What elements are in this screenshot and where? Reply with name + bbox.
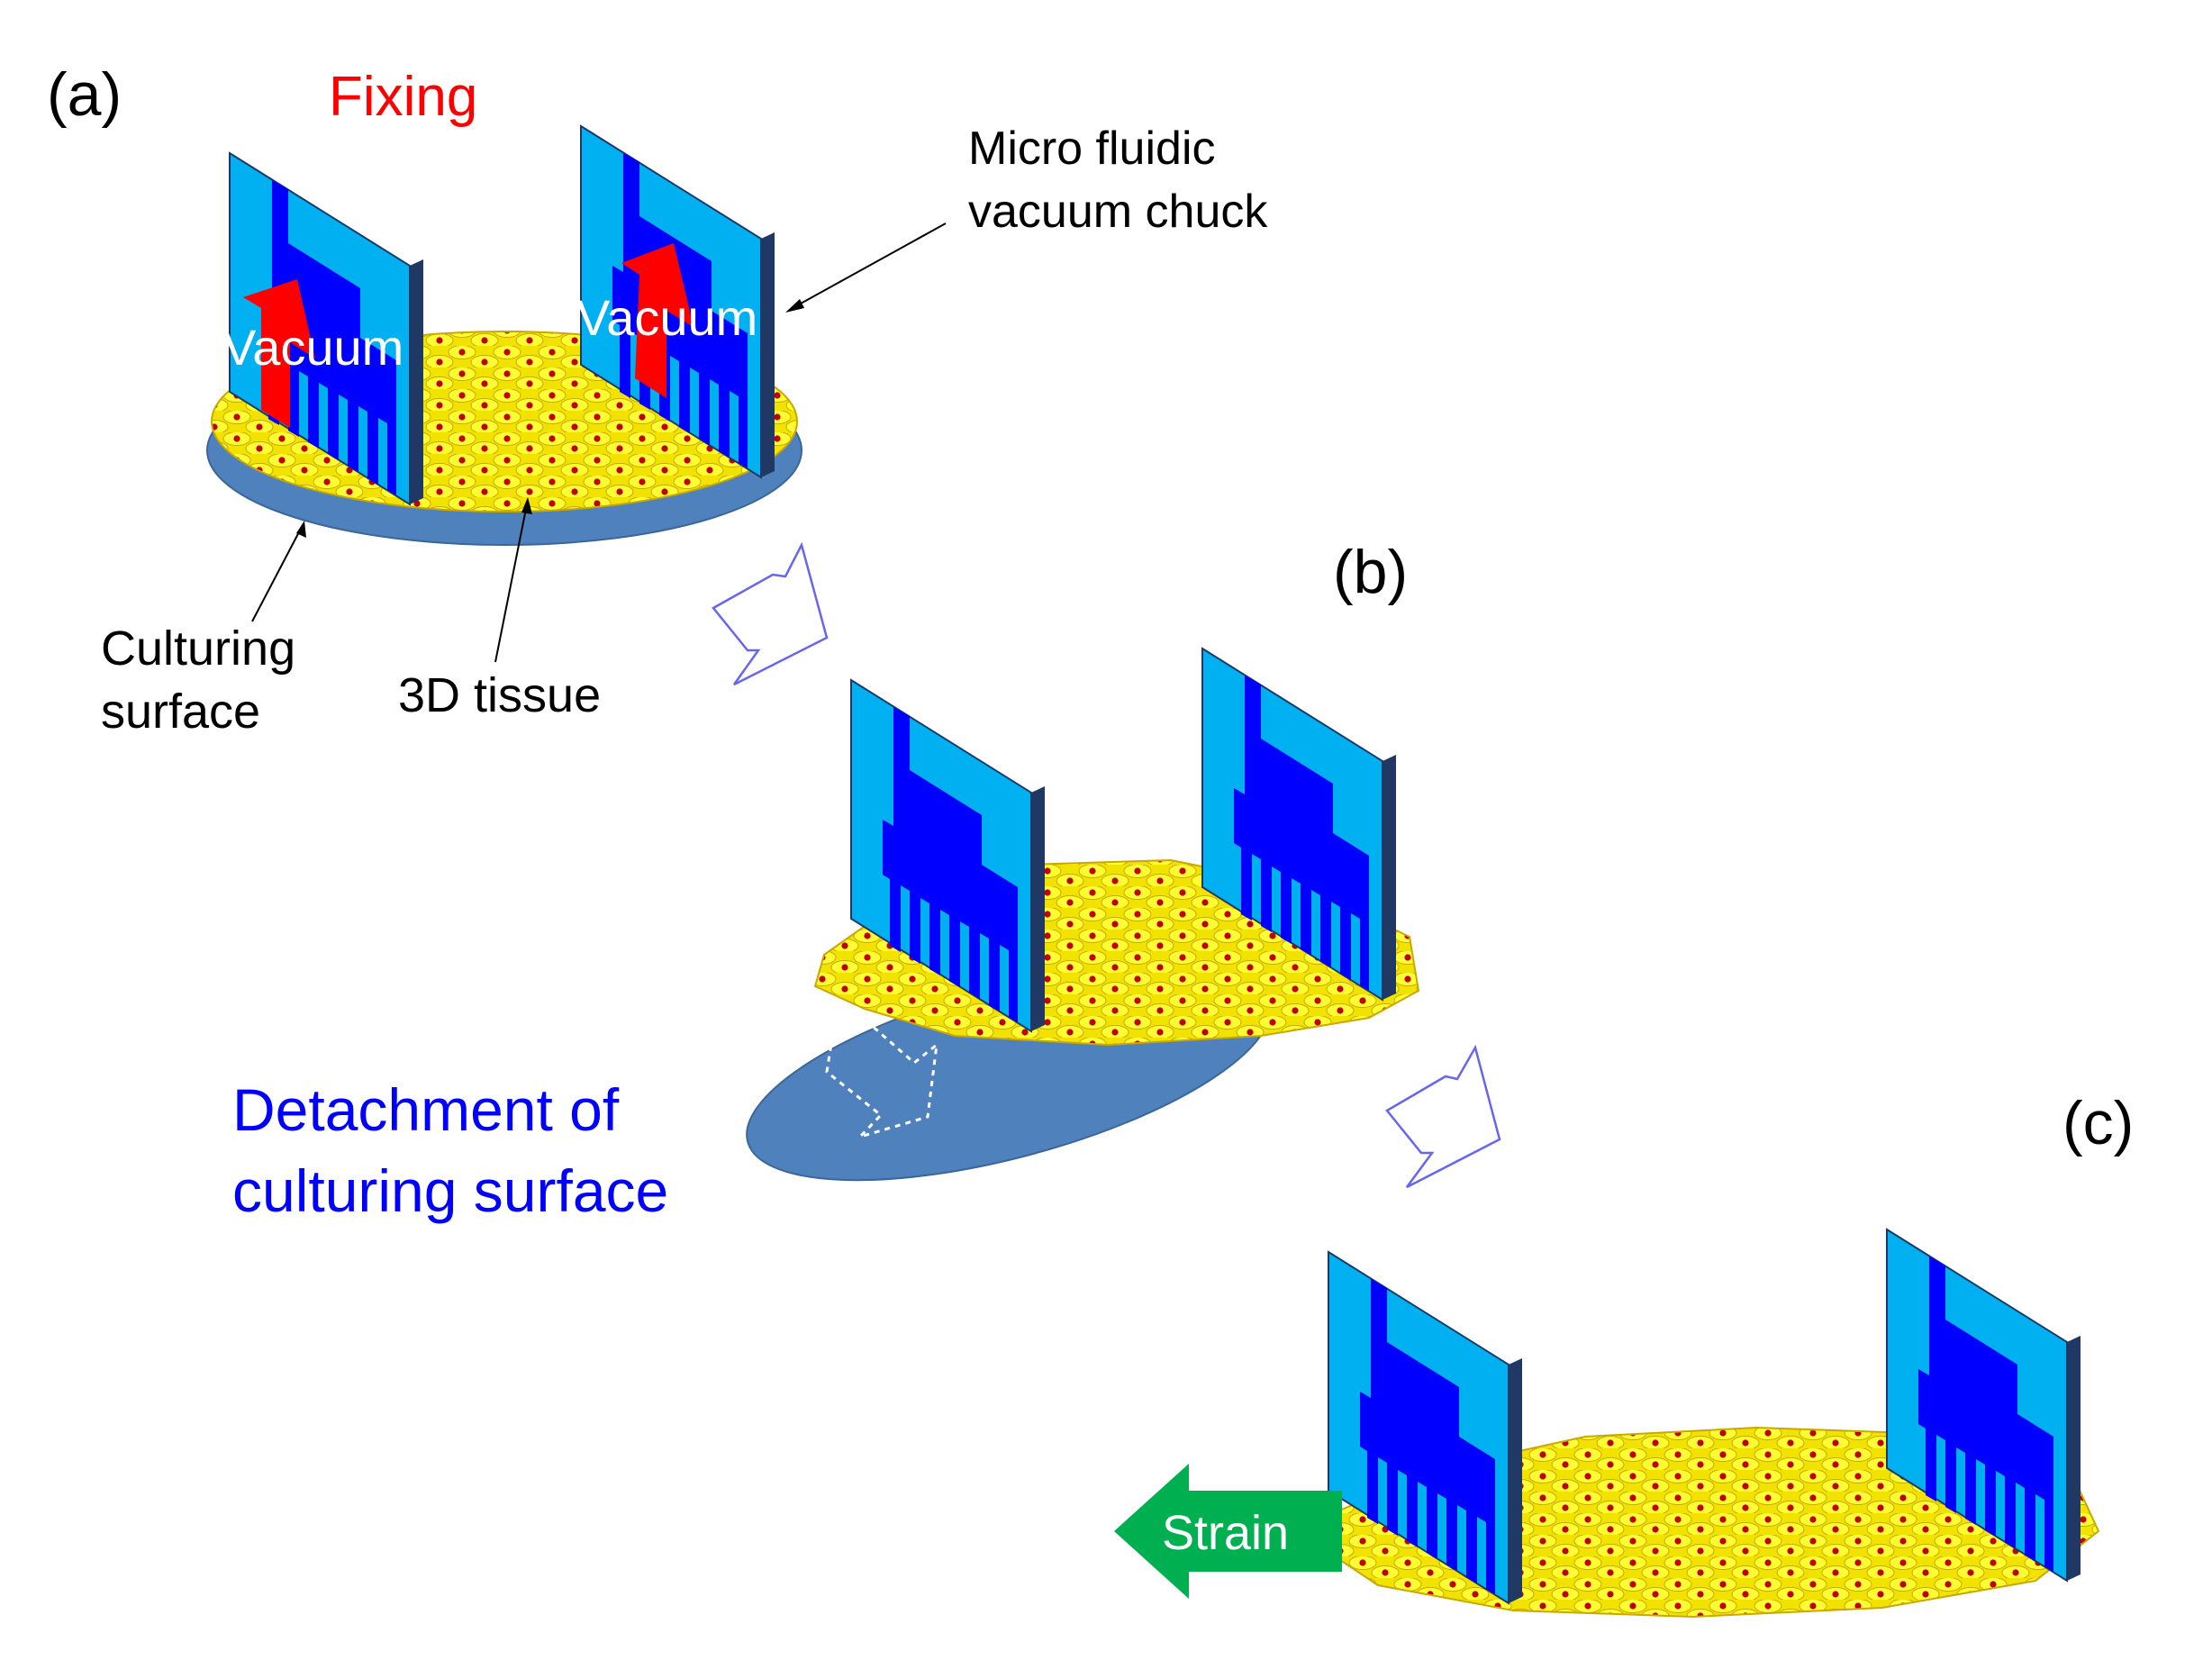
panel-c-label: (c) xyxy=(2062,1089,2134,1157)
vacuum-chuck-b-right xyxy=(1201,647,1396,1002)
panel-a-label: (a) xyxy=(47,60,122,129)
tissue-pointer-line xyxy=(494,503,528,663)
strain-label: Strain xyxy=(1162,1506,1289,1560)
tissue-pointer-head xyxy=(521,497,532,514)
surface-pointer-line xyxy=(251,526,303,622)
tissue-label: 3D tissue xyxy=(398,668,601,722)
chuck-pointer-line xyxy=(792,222,947,309)
vacuum-label-left: Vacuum xyxy=(222,319,403,376)
panel-b: (b) Detachment of culturing surface xyxy=(232,538,1420,1224)
vacuum-arrow-icon xyxy=(621,243,694,398)
vacuum-chuck-c-right xyxy=(1886,1228,2081,1583)
chuck-pointer-head xyxy=(785,299,804,313)
strain-arrow-icon xyxy=(1114,1464,1342,1599)
panel-b-label: (b) xyxy=(1333,538,1408,606)
fixing-label: Fixing xyxy=(329,66,477,128)
vacuum-chuck-a-left xyxy=(229,151,423,506)
vacuum-label-right: Vacuum xyxy=(576,289,757,346)
surface-pointer-head xyxy=(296,521,306,538)
detachment-label-line2: culturing surface xyxy=(232,1157,668,1224)
panel-c: (c) Strain xyxy=(1114,1089,2134,1619)
panel-a: (a) Fixing Vacuum Vacuum Micro fluidic v… xyxy=(47,60,1268,739)
step-arrow-icon xyxy=(712,541,829,686)
vacuum-arrow-icon xyxy=(243,279,315,428)
surface-label-line2: surface xyxy=(101,685,260,739)
detachment-label-line1: Detachment of xyxy=(232,1076,620,1143)
step-arrow-icon xyxy=(1385,1044,1501,1189)
vacuum-chuck-c-left xyxy=(1328,1250,1522,1605)
chuck-label-line2: vacuum chuck xyxy=(968,186,1268,238)
chuck-label-line1: Micro fluidic xyxy=(968,122,1216,175)
vacuum-chuck-b-left xyxy=(850,678,1045,1033)
vacuum-chuck-a-right xyxy=(580,124,775,479)
surface-label-line1: Culturing xyxy=(101,621,295,676)
